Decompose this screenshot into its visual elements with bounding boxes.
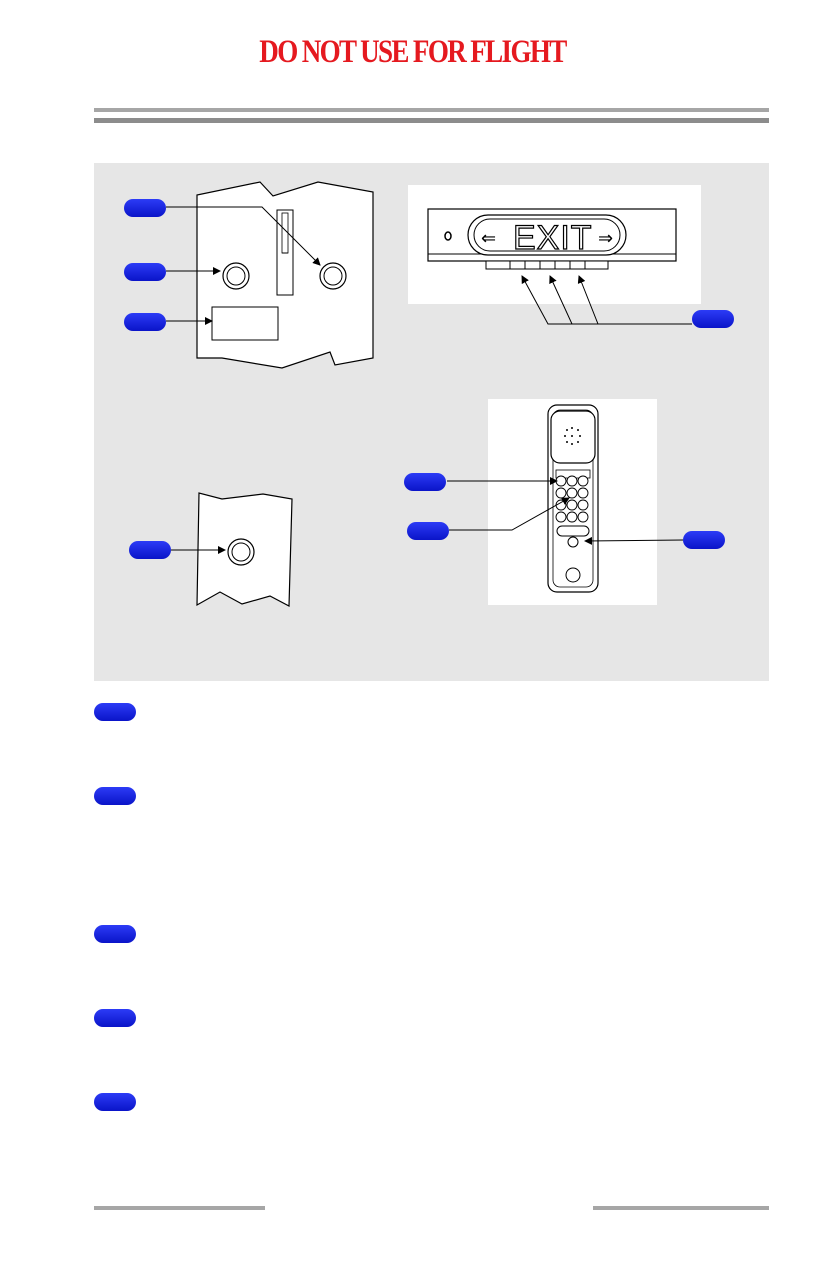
earpiece-holes	[564, 427, 581, 445]
callout-marker	[683, 531, 725, 549]
callout-marker	[124, 313, 166, 331]
callout-marker	[407, 522, 449, 540]
description-marker	[94, 1093, 136, 1111]
callout-marker	[124, 263, 166, 281]
handset-button	[567, 536, 579, 548]
description-marker	[94, 1009, 136, 1027]
exit-arrow-left: ⇐	[481, 228, 496, 249]
header-rule-top	[94, 108, 769, 112]
handset-earpiece	[550, 410, 596, 464]
footer-rule-left	[94, 1206, 265, 1210]
callout-marker	[124, 199, 166, 217]
footer-rule-right	[593, 1206, 769, 1210]
callout-marker	[404, 473, 446, 491]
handset-keypad	[555, 475, 589, 523]
description-marker	[94, 703, 136, 721]
exit-sign-text: EXIT	[513, 219, 593, 257]
exit-arrow-right: ⇒	[598, 228, 613, 249]
header-rule-bottom	[94, 118, 769, 123]
callout-marker	[129, 541, 171, 559]
callout-marker	[692, 310, 734, 328]
description-marker	[94, 925, 136, 943]
label-placard	[211, 306, 279, 341]
do-not-use-banner: DO NOT USE FOR FLIGHT	[259, 34, 567, 70]
handset-mouthpiece	[565, 567, 581, 583]
description-marker	[94, 787, 136, 805]
